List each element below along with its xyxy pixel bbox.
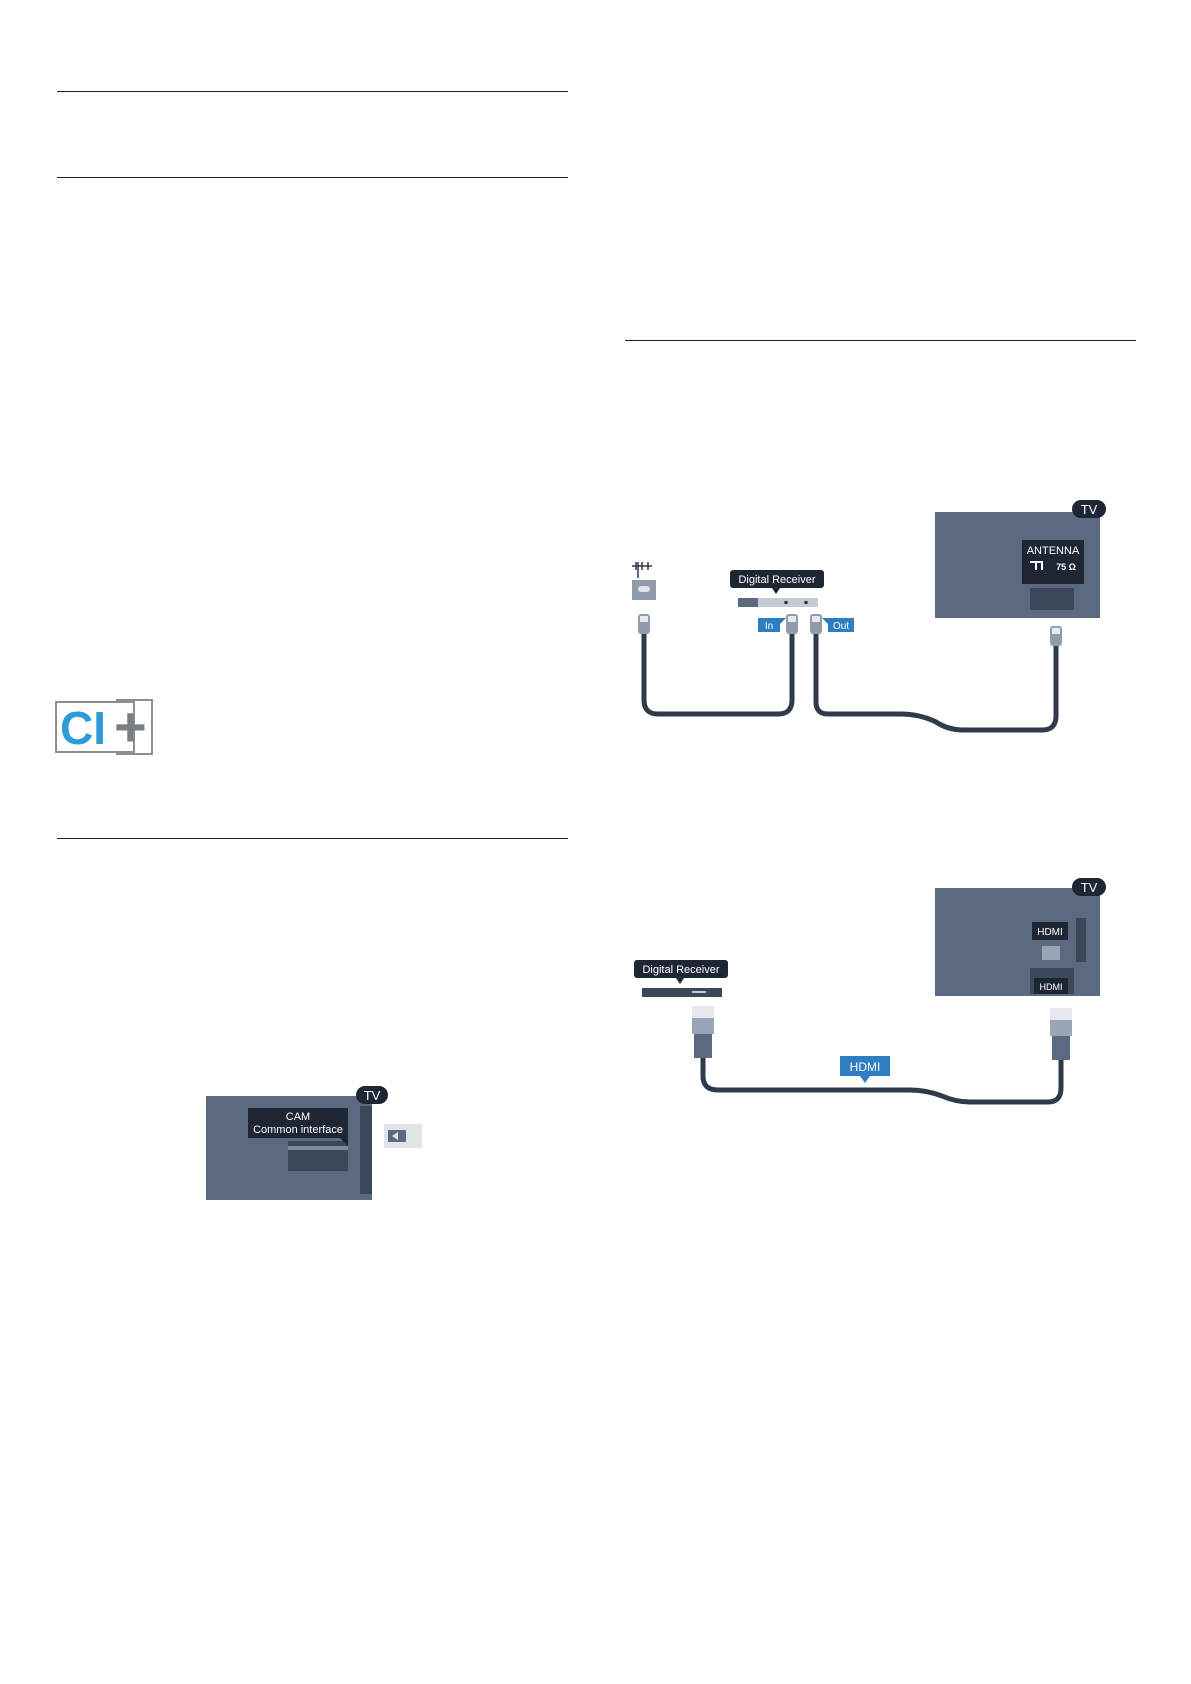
ci-logo-text: CI: [60, 702, 106, 754]
in-label: In: [765, 621, 773, 632]
cam-diagram: TV CAM Common interface: [206, 1086, 422, 1200]
antenna-icon: [632, 562, 656, 600]
tv-badge: [356, 1086, 388, 1104]
section-rule: [57, 91, 568, 92]
hdmi-diagram: TV HDMI HDMI Digital Receiver HDMI: [634, 878, 1106, 1105]
hdmi-port-label-bottom: HDMI: [1040, 982, 1063, 992]
tv-badge: [1072, 878, 1106, 896]
tv-body: [935, 888, 1100, 996]
antenna-port-value: 75 Ω: [1056, 562, 1076, 572]
tv-badge-label: TV: [1081, 880, 1098, 895]
tv-badge: [1072, 500, 1106, 518]
hdmi-port-label-top: HDMI: [1037, 927, 1063, 938]
out-label: Out: [833, 621, 849, 632]
out-label-box: [828, 618, 854, 632]
in-label-box: [758, 618, 780, 632]
receiver-body: [642, 988, 722, 997]
hdmi-port-label-box-bottom: [1034, 978, 1068, 994]
tv-badge-label: TV: [364, 1088, 381, 1103]
antenna-receiver-diagram: TV ANTENNA 75 Ω Digital Receiver In Out: [632, 500, 1106, 733]
receiver-label-box: [634, 960, 728, 978]
receiver-label: Digital Receiver: [642, 964, 719, 976]
tv-badge-label: TV: [1081, 502, 1098, 517]
section-rule: [57, 177, 568, 178]
hdmi-cable-label: HDMI: [850, 1060, 881, 1074]
receiver-label-box: [730, 570, 824, 588]
antenna-port-label: ANTENNA: [1027, 545, 1080, 557]
section-rule: [57, 838, 568, 839]
hdmi-cable: [700, 1058, 1064, 1105]
receiver-body: [738, 598, 818, 607]
plus-logo-text: +: [114, 695, 147, 758]
hdmi-port-label-box-top: [1032, 922, 1068, 940]
cam-label-box: [248, 1108, 348, 1138]
section-rule: [625, 340, 1136, 341]
antenna-cable: [641, 634, 795, 717]
ci-plus-logo: CI +: [55, 695, 153, 758]
receiver-tv-cable: [813, 634, 1059, 733]
ci-label: Common interface: [253, 1124, 343, 1136]
receiver-label: Digital Receiver: [738, 574, 815, 586]
cam-label: CAM: [286, 1111, 310, 1123]
hdmi-cable-label-box: [840, 1056, 890, 1076]
